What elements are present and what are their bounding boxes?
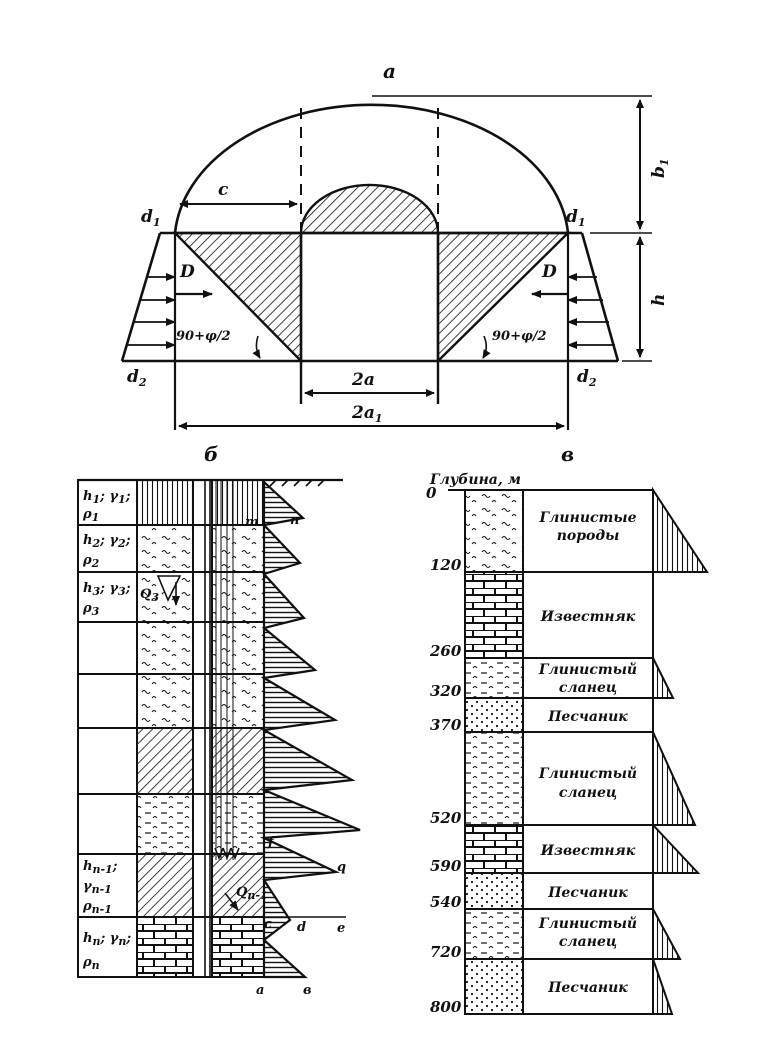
panel-b-shaft-section: б xyxy=(77,442,361,998)
d-force-left-label: D xyxy=(179,262,195,282)
q3-wedge xyxy=(156,575,182,602)
rock-4: Песчаник xyxy=(547,709,628,725)
load-triangles xyxy=(652,486,709,1015)
c-label: c xyxy=(218,180,229,200)
qn1-arrow xyxy=(224,892,239,911)
depth-590: 590 xyxy=(430,857,462,875)
rock-6: Известняк xyxy=(540,843,636,859)
rock-1-line-2: породы xyxy=(557,528,620,544)
left-wall-outer xyxy=(120,232,162,362)
rock-3-line-2: сланец xyxy=(559,680,617,696)
depth-260: 260 xyxy=(429,642,462,660)
pressure-arch xyxy=(173,103,570,234)
rock-5-line-2: сланец xyxy=(559,785,617,801)
d1-left-label: d1 xyxy=(141,207,161,229)
panel-a-vault-scheme: a b1 h c 2a 2a1 d1 xyxy=(120,59,671,430)
rock-5-line-1: Глинистый xyxy=(538,765,637,782)
panel-v-label: в xyxy=(561,442,574,466)
depth-0: 0 xyxy=(426,484,437,502)
layer-n-rho: ρn xyxy=(82,955,100,972)
two-a-label: 2a xyxy=(351,370,375,390)
q3-label: Q3 xyxy=(140,587,159,604)
two-a1-label: 2a1 xyxy=(351,403,383,425)
point-m: m xyxy=(245,515,259,530)
pressure-diagram xyxy=(259,480,361,979)
layer-3-params: h3; γ3; xyxy=(83,581,131,598)
qn1-label: Qn-1 xyxy=(236,885,268,902)
panel-a-label: a xyxy=(383,59,396,83)
layer-1-params: h1; γ1; xyxy=(83,489,131,506)
depth-540: 540 xyxy=(430,893,462,911)
rock-column-fills xyxy=(137,480,264,977)
rock-1-line-1: Глинистые xyxy=(539,510,637,526)
layer-n1-h: hn-1; xyxy=(83,859,118,876)
right-wall-outer xyxy=(580,232,620,362)
point-q: q xyxy=(337,860,346,875)
point-f: f xyxy=(267,835,276,850)
depth-370: 370 xyxy=(430,716,462,734)
layer-n-params: hn; γn; xyxy=(83,931,131,948)
layer-2-rho: ρ2 xyxy=(82,553,100,570)
d2-left-label: d2 xyxy=(127,367,147,389)
point-n: n xyxy=(290,513,299,528)
angle-left-arc xyxy=(252,335,261,359)
ground-hatch xyxy=(269,479,325,487)
stratigraphy-grid xyxy=(448,489,654,1015)
layer-n1-gamma: γn-1 xyxy=(83,879,112,896)
small-vault xyxy=(299,183,440,235)
rock-8-line-1: Глинистый xyxy=(538,915,637,932)
depth-800: 800 xyxy=(430,998,462,1016)
layer-n1-rho: ρn-1 xyxy=(82,899,112,916)
angle-right-arc xyxy=(482,335,491,359)
d2-right-label: d2 xyxy=(577,367,597,389)
point-d: d xyxy=(297,920,306,935)
depth-120: 120 xyxy=(430,556,462,574)
d-force-right-label: D xyxy=(541,262,557,282)
h-label: h xyxy=(649,294,669,306)
rock-2: Известняк xyxy=(540,609,636,625)
point-a: a xyxy=(256,983,264,998)
depth-320: 320 xyxy=(430,682,462,700)
depth-720: 720 xyxy=(430,943,462,961)
point-c: c xyxy=(264,917,272,932)
lithology-column xyxy=(465,490,523,1014)
panel-b-label: б xyxy=(204,442,218,466)
panel-v-stratigraphy: в Глубина, м 0 xyxy=(426,442,709,1016)
b1-label: b1 xyxy=(649,158,671,178)
depth-header: Глубина, м xyxy=(429,472,521,488)
layer-2-params: h2; γ2; xyxy=(83,533,131,550)
depth-520: 520 xyxy=(430,809,462,827)
rock-3-line-1: Глинистый xyxy=(538,661,637,678)
rock-7: Песчаник xyxy=(547,885,628,901)
layer-3-rho: ρ3 xyxy=(82,601,100,618)
angle-left-label: 90+φ/2 xyxy=(176,329,231,344)
angle-right-label: 90+φ/2 xyxy=(492,329,547,344)
point-e: e xyxy=(337,921,345,936)
point-v: в xyxy=(303,983,312,998)
load-arrows-small xyxy=(214,847,240,861)
rock-8-line-2: сланец xyxy=(559,934,617,950)
layer-1-rho: ρ1 xyxy=(82,507,99,524)
rock-9: Песчаник xyxy=(547,980,628,996)
d1-right-label: d1 xyxy=(566,207,586,229)
